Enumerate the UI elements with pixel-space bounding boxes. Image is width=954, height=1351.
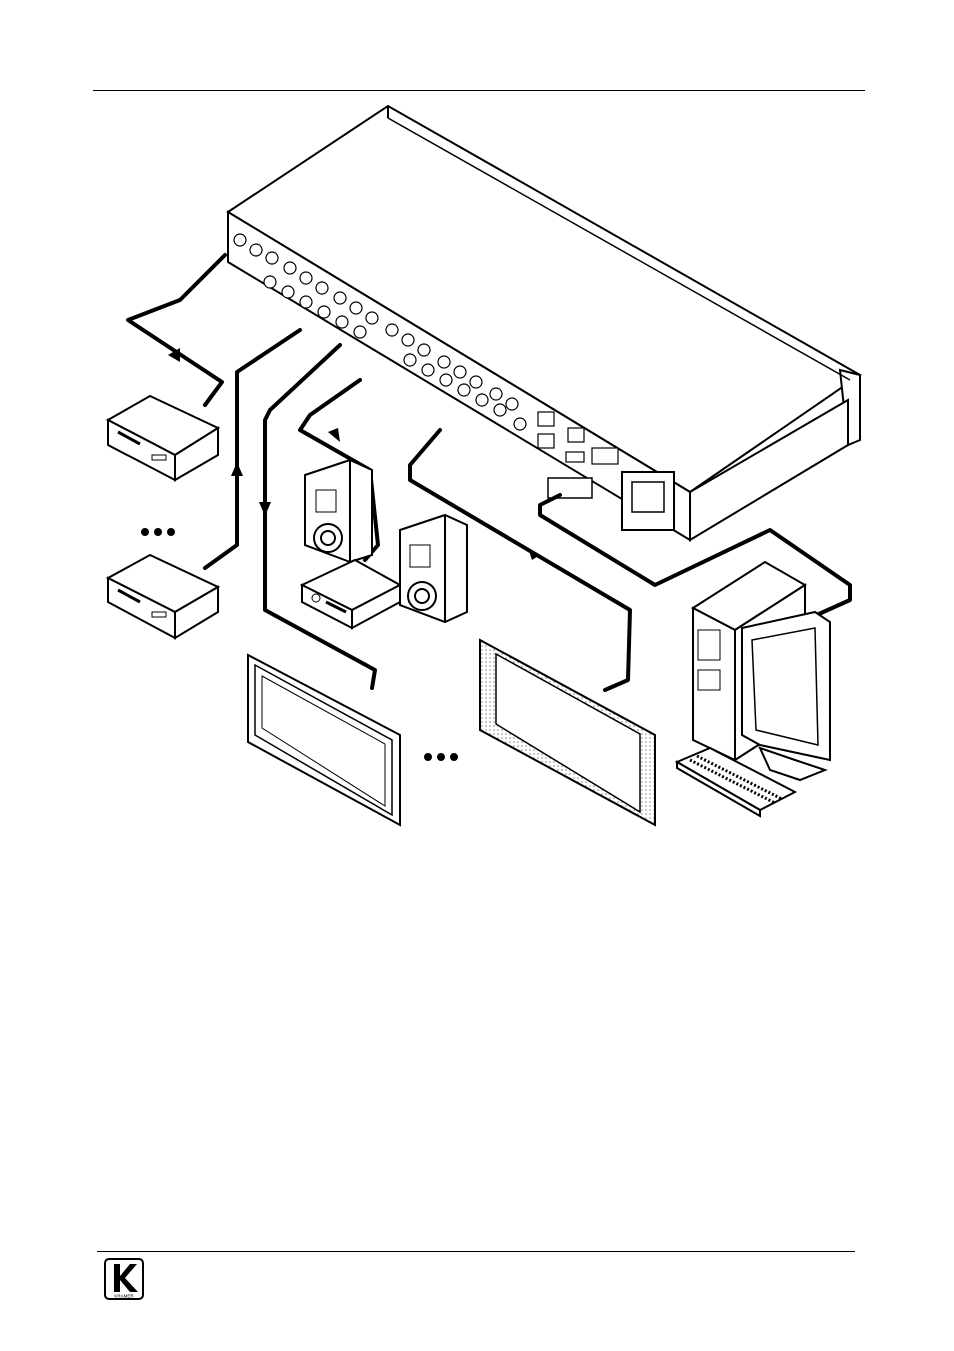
source-device-icon	[108, 396, 218, 480]
header-rule	[93, 90, 865, 91]
ellipsis-icon	[424, 753, 458, 761]
connection-diagram	[95, 100, 875, 835]
ellipsis-icon	[141, 528, 175, 536]
kramer-logo: KRAMER	[104, 1258, 144, 1300]
source-device-icon	[108, 555, 218, 638]
speaker-icon	[305, 460, 372, 562]
logo-text: KRAMER	[114, 1294, 134, 1299]
footer-rule	[97, 1251, 855, 1252]
amplifier-icon	[302, 560, 400, 628]
monitor-icon	[742, 612, 830, 780]
display-panel-icon	[248, 655, 400, 825]
speaker-icon	[400, 515, 467, 622]
